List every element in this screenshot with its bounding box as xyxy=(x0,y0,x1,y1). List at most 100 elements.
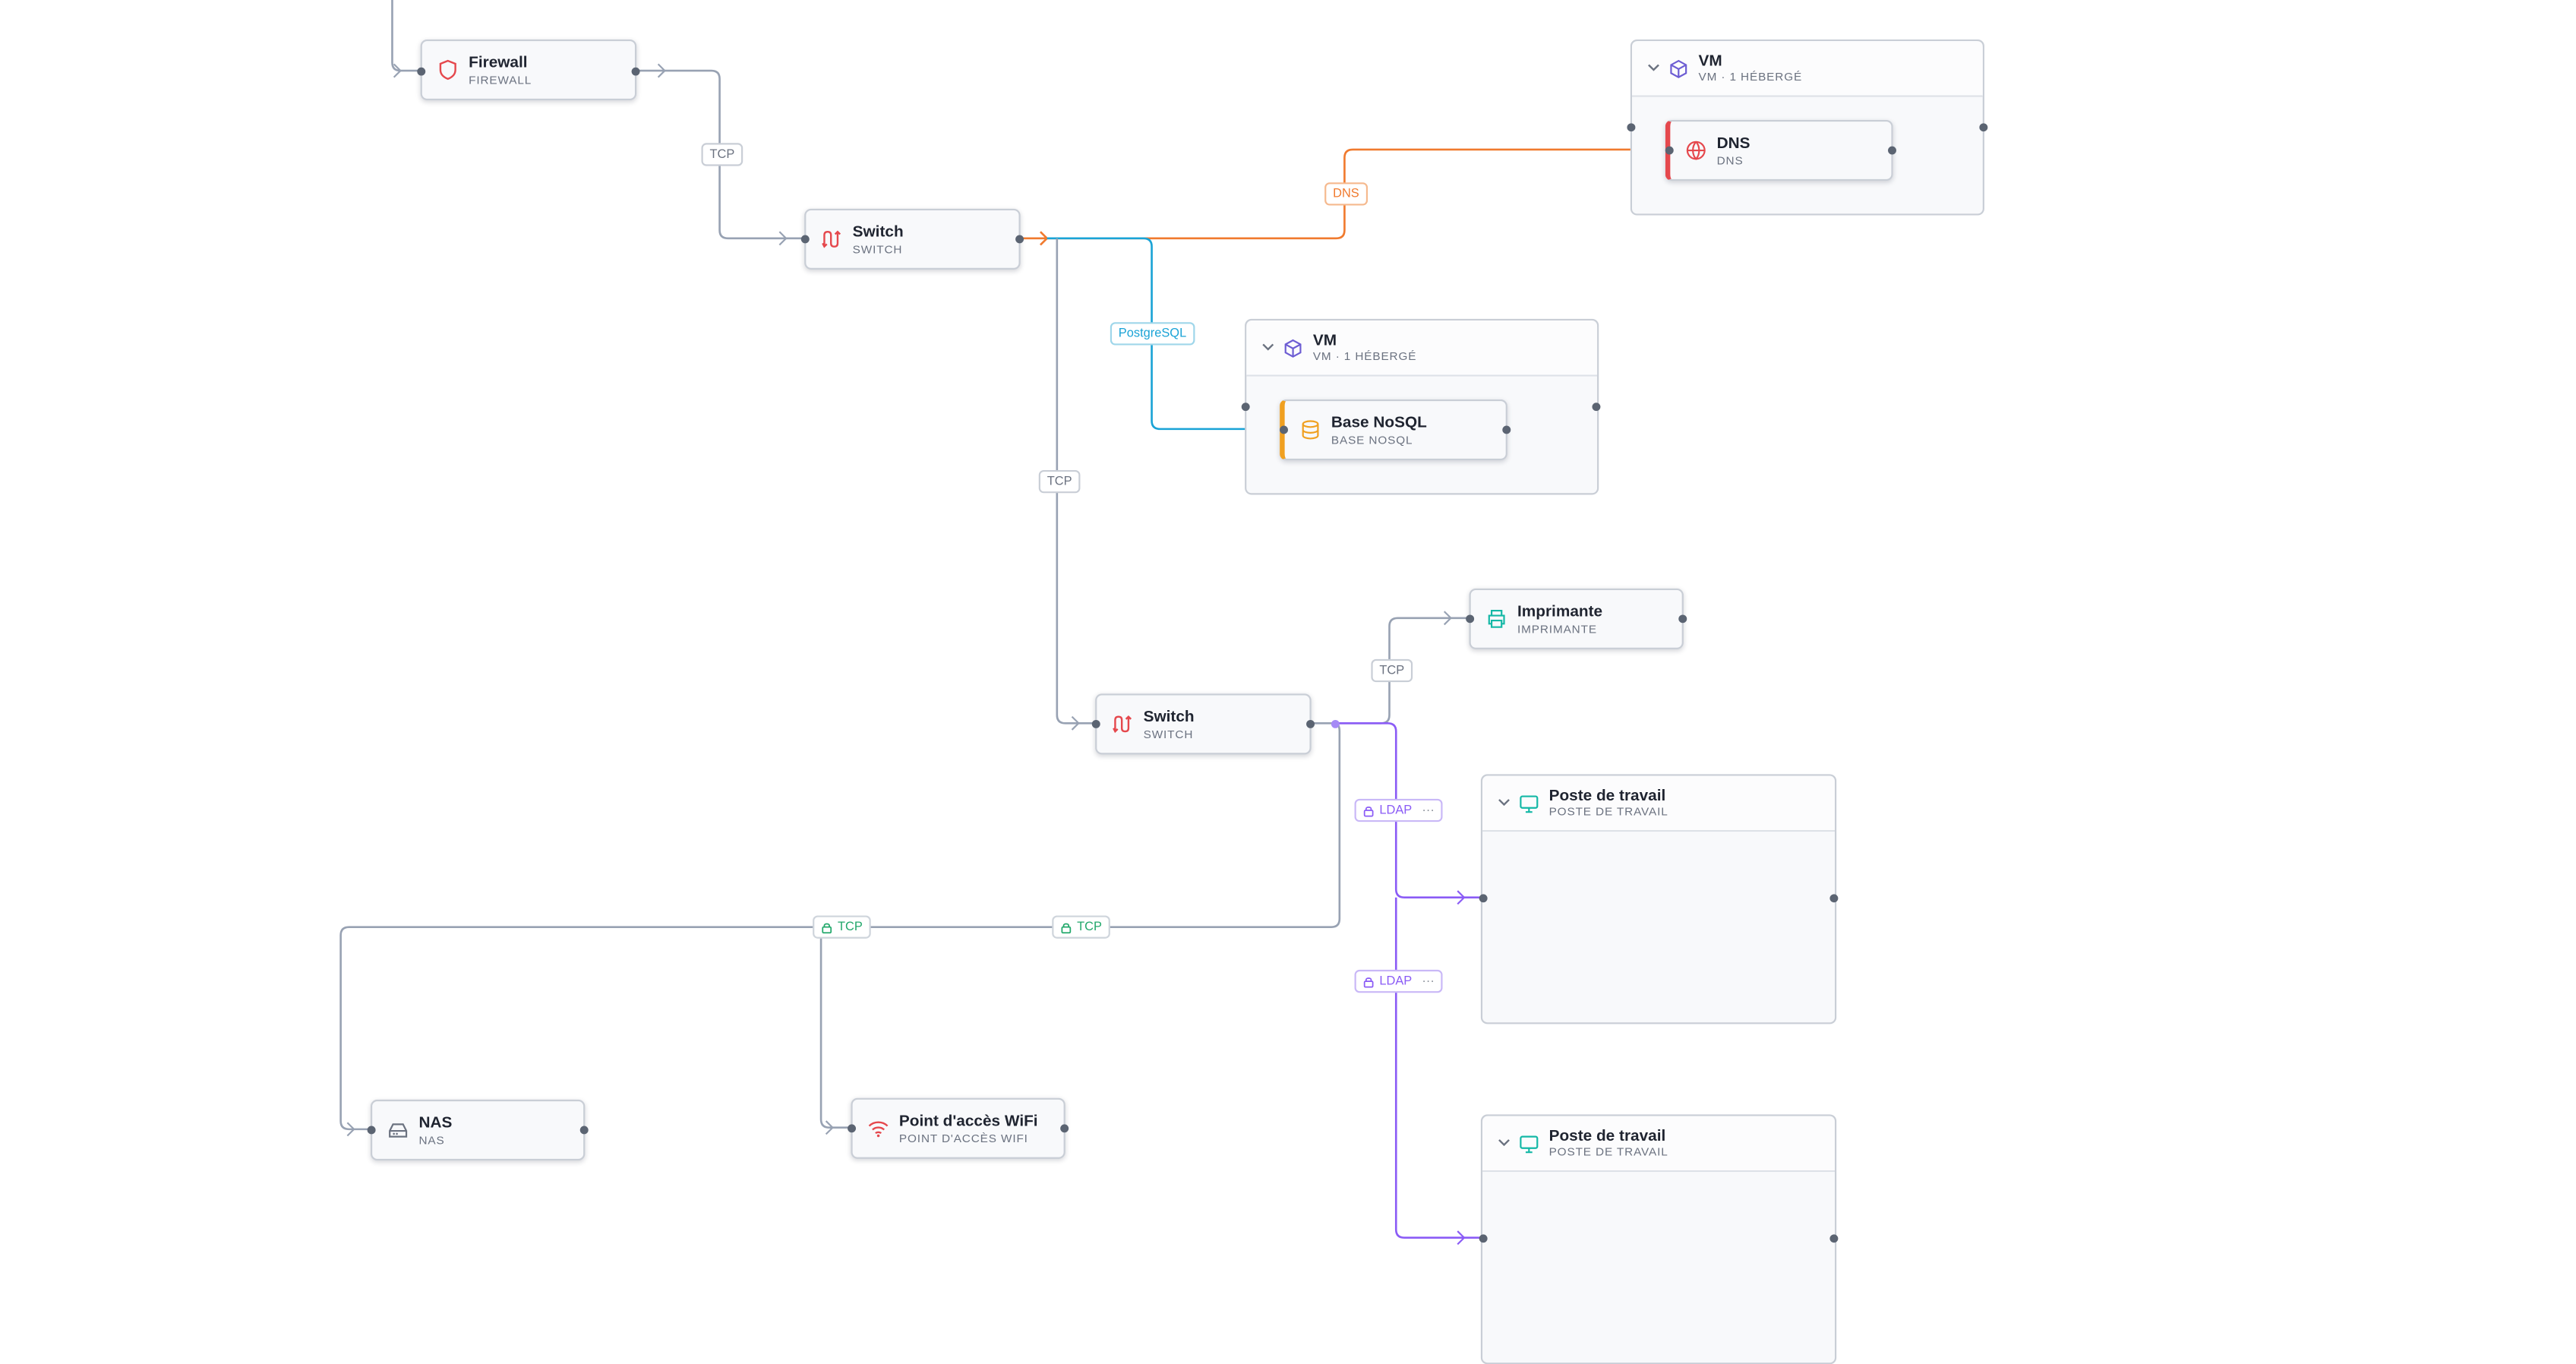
node-title: Imprimante xyxy=(1517,603,1603,622)
arrow-nas-in xyxy=(346,1122,355,1137)
lock-icon xyxy=(1061,922,1072,933)
node-title: Firewall xyxy=(469,54,528,73)
handle-vm1-in[interactable] xyxy=(1627,123,1636,132)
group-header: Poste de travail POSTE DE TRAVAIL xyxy=(1482,1116,1835,1173)
handle-firewall-in[interactable] xyxy=(417,67,426,76)
handle-ws1-out[interactable] xyxy=(1829,894,1839,903)
handle-vm2-out[interactable] xyxy=(1592,403,1601,412)
group-header: Poste de travail POSTE DE TRAVAIL xyxy=(1482,775,1835,832)
handle-ws1-in[interactable] xyxy=(1479,894,1488,903)
arrow-printer-in xyxy=(1443,611,1453,626)
handle-dns-out[interactable] xyxy=(1888,146,1896,155)
handle-switch2-in[interactable] xyxy=(1091,719,1100,728)
chevron-down-icon[interactable] xyxy=(1647,61,1661,74)
node-subtitle: DNS xyxy=(1716,156,1744,168)
handle-switch2-branch[interactable] xyxy=(1331,719,1340,728)
handle-switch1-in[interactable] xyxy=(800,235,810,244)
group-workstation-2[interactable]: Poste de travail POSTE DE TRAVAIL xyxy=(1480,1114,1837,1364)
handle-printer-in[interactable] xyxy=(1466,614,1475,624)
edge-in-firewall xyxy=(391,0,419,72)
edge-label-switch1-switch2[interactable]: TCP xyxy=(1038,469,1081,494)
handle-dns-in[interactable] xyxy=(1665,146,1674,155)
handle-nas-in[interactable] xyxy=(367,1126,376,1135)
group-subtitle: VM · 1 HÉBERGÉ xyxy=(1698,72,1803,84)
handle-nosql-out[interactable] xyxy=(1502,425,1511,434)
edge-label-text: DNS xyxy=(1333,185,1359,201)
group-header: VM VM · 1 HÉBERGÉ xyxy=(1246,320,1598,377)
edge-switch2-wifi xyxy=(819,927,851,1129)
handle-wifi-in[interactable] xyxy=(848,1124,857,1133)
chevron-down-icon[interactable] xyxy=(1498,1136,1511,1149)
edge-switch1-switch2 xyxy=(1056,238,1094,725)
group-header: VM VM · 1 HÉBERGÉ xyxy=(1632,41,1983,97)
lock-icon xyxy=(1363,805,1374,816)
edge-label-firewall-switch1[interactable]: TCP xyxy=(701,143,743,166)
group-title: Poste de travail xyxy=(1548,1127,1666,1146)
more-indicator[interactable]: ··· xyxy=(1422,802,1435,817)
edge-label-text: LDAP xyxy=(1379,973,1413,988)
arrow-firewall-out xyxy=(657,63,666,78)
group-title: VM xyxy=(1312,332,1337,350)
handle-firewall-out[interactable] xyxy=(631,67,640,76)
arrow-ws1-in xyxy=(1457,890,1466,905)
chevron-down-icon[interactable] xyxy=(1498,796,1511,809)
more-indicator[interactable]: ··· xyxy=(1422,973,1435,988)
lock-icon xyxy=(1363,977,1374,987)
arrow-switch1-in xyxy=(778,231,788,246)
handle-ws2-in[interactable] xyxy=(1479,1234,1488,1243)
wifi-icon xyxy=(868,1121,889,1138)
node-printer[interactable]: Imprimante IMPRIMANTE xyxy=(1469,588,1684,649)
edge-label-dns[interactable]: DNS xyxy=(1324,182,1368,206)
cube-icon xyxy=(1284,339,1302,358)
database-icon xyxy=(1302,420,1319,440)
group-subtitle: POSTE DE TRAVAIL xyxy=(1548,1147,1668,1159)
edge-switch2-ws2 xyxy=(1394,897,1483,1239)
printer-icon xyxy=(1488,609,1505,628)
node-subtitle: BASE NOSQL xyxy=(1331,435,1413,447)
edge-label-text: TCP xyxy=(709,146,735,162)
handle-printer-out[interactable] xyxy=(1678,614,1687,624)
node-title: Switch xyxy=(1143,708,1195,727)
node-subtitle: SWITCH xyxy=(852,245,903,257)
group-workstation-1[interactable]: Poste de travail POSTE DE TRAVAIL xyxy=(1480,774,1837,1025)
node-nosql[interactable]: Base NoSQL BASE NOSQL xyxy=(1280,399,1507,461)
edge-label-wifi[interactable]: TCP xyxy=(1052,915,1110,939)
arrow-wifi-in xyxy=(825,1120,834,1135)
edge-label-nas[interactable]: TCP xyxy=(813,915,871,939)
edge-switch2-nas xyxy=(339,721,1341,1131)
lock-icon xyxy=(822,922,832,933)
node-subtitle: POINT D'ACCÈS WIFI xyxy=(898,1134,1028,1146)
node-wifi-ap[interactable]: Point d'accès WiFi POINT D'ACCÈS WIFI xyxy=(851,1097,1065,1159)
node-switch-2[interactable]: Switch SWITCH xyxy=(1095,693,1312,755)
edge-label-printer[interactable]: TCP xyxy=(1371,658,1413,683)
handle-nosql-in[interactable] xyxy=(1280,425,1289,434)
handle-switch1-out[interactable] xyxy=(1015,235,1024,244)
node-nas[interactable]: NAS NAS xyxy=(371,1099,586,1160)
handle-wifi-out[interactable] xyxy=(1060,1124,1069,1133)
edge-label-postgresql[interactable]: PostgreSQL xyxy=(1110,322,1195,346)
edge-label-ldap-1[interactable]: LDAP ··· xyxy=(1354,798,1443,823)
node-title: NAS xyxy=(418,1114,453,1133)
handle-vm1-out[interactable] xyxy=(1979,123,1988,132)
shield-icon xyxy=(439,59,456,81)
switch-icon xyxy=(822,230,841,248)
node-dns[interactable]: DNS DNS xyxy=(1665,119,1893,182)
edge-label-text: TCP xyxy=(1379,662,1405,677)
group-subtitle: POSTE DE TRAVAIL xyxy=(1548,807,1668,819)
handle-ws2-out[interactable] xyxy=(1829,1234,1839,1243)
group-title: VM xyxy=(1698,52,1722,71)
switch-icon xyxy=(1113,715,1132,734)
node-subtitle: FIREWALL xyxy=(469,75,532,87)
node-firewall[interactable]: Firewall FIREWALL xyxy=(420,39,637,101)
edge-label-ldap-2[interactable]: LDAP ··· xyxy=(1354,969,1443,993)
node-title: Base NoSQL xyxy=(1331,414,1427,433)
edge-label-text: PostgreSQL xyxy=(1118,325,1187,341)
handle-switch2-out[interactable] xyxy=(1306,719,1315,728)
edge-label-text: TCP xyxy=(1077,918,1102,934)
chevron-down-icon[interactable] xyxy=(1261,340,1275,353)
handle-vm2-in[interactable] xyxy=(1241,403,1250,412)
node-switch-1[interactable]: Switch SWITCH xyxy=(804,208,1021,270)
hard-drive-icon xyxy=(389,1123,408,1138)
handle-nas-out[interactable] xyxy=(579,1126,589,1135)
